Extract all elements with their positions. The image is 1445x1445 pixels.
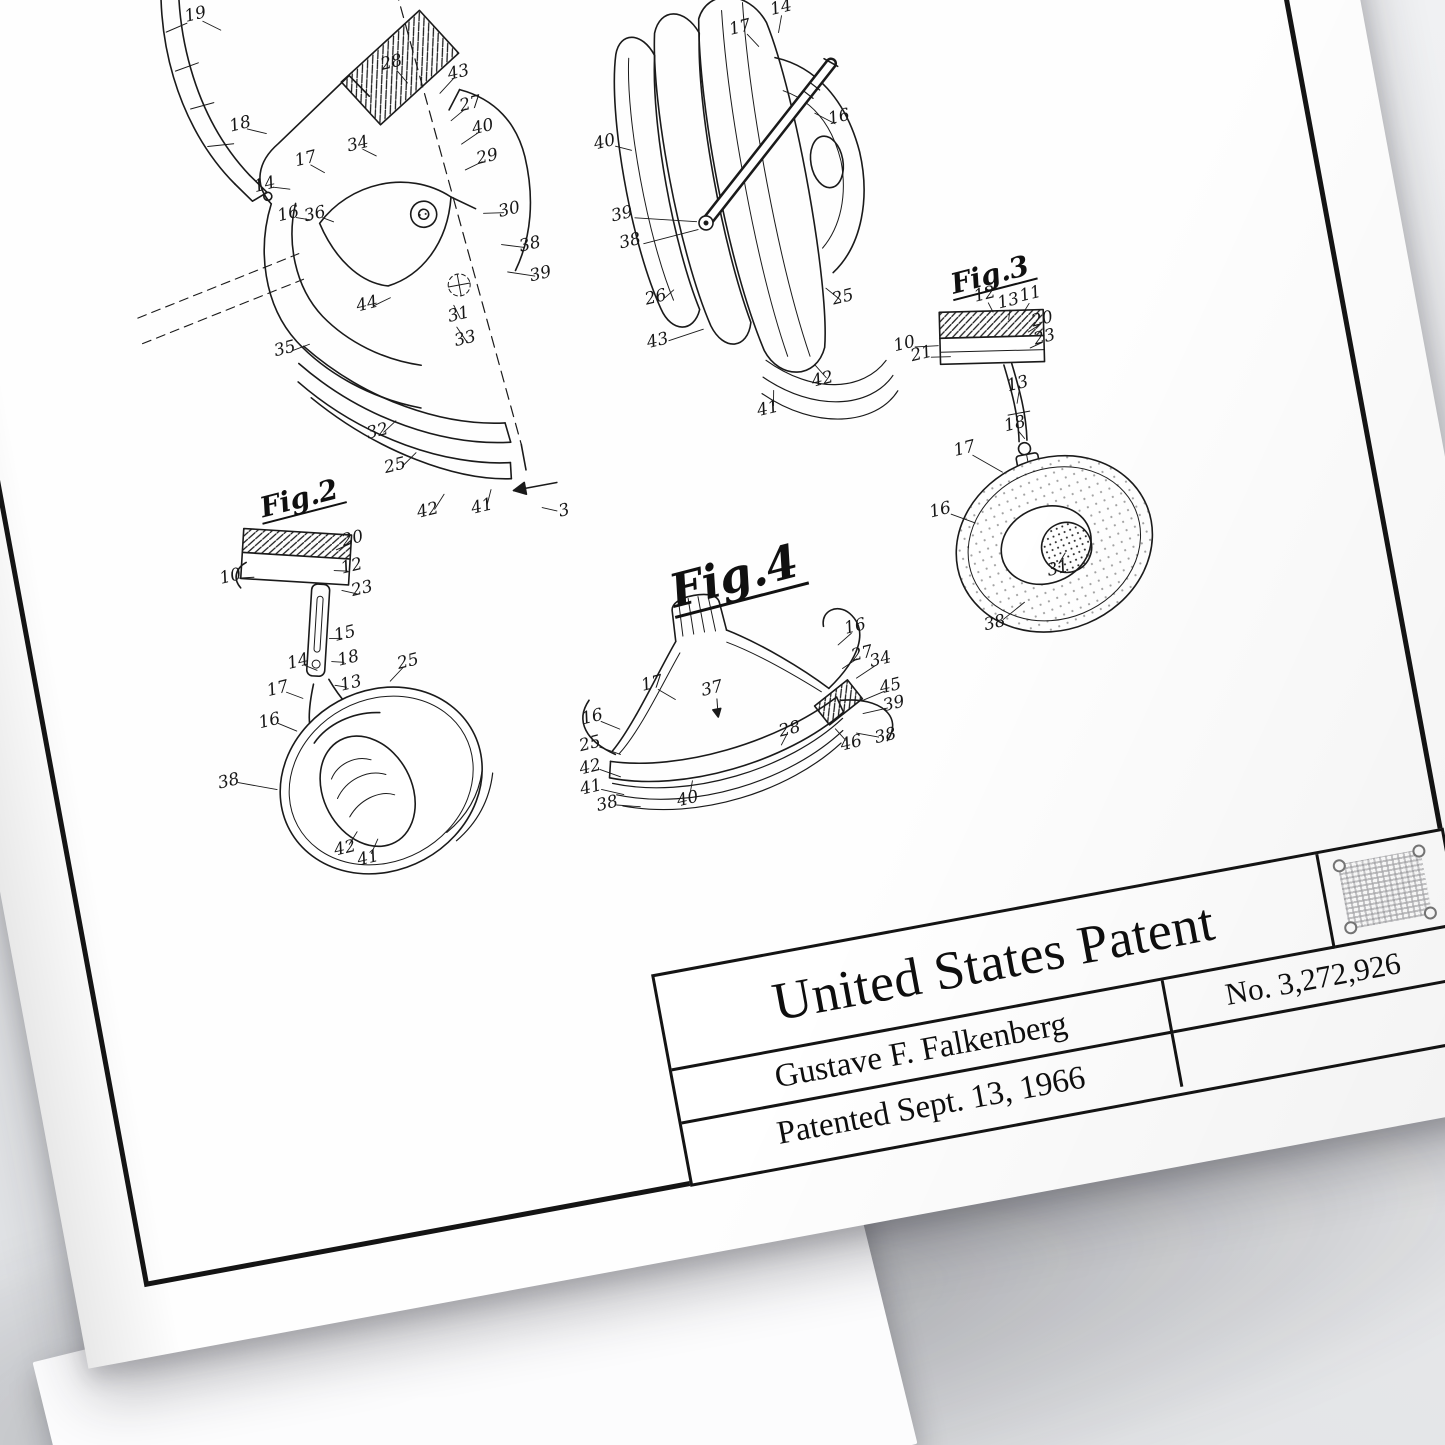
stamp-qr-code [1331,843,1438,936]
figure-2-drawing [235,527,494,875]
figure-1-rear-drawing [613,0,899,420]
stamp-corner-mark [1331,858,1347,874]
stamp-corner-mark [1343,920,1359,936]
stamp-corner-mark [1422,905,1438,921]
figure-3-drawing [914,302,1154,633]
figure-1-drawing [137,0,558,512]
stamp-cell [1318,832,1445,949]
figure-4-drawing [582,593,894,811]
stamp-corner-mark [1411,843,1427,859]
